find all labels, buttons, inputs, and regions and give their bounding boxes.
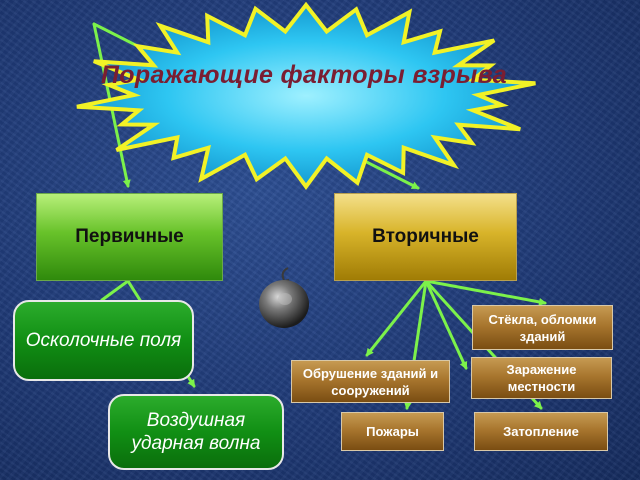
arrow-primary-shrapnel — [100, 279, 130, 302]
glass-debris-label: Стёкла, обломки зданий — [488, 311, 597, 344]
air-shock-wave-label: Воздушная ударная волна — [131, 410, 261, 454]
contamination-box: Заражение местности — [471, 357, 612, 399]
flooding-box: Затопление — [474, 412, 608, 451]
contamination-label: Заражение местности — [506, 362, 577, 394]
glass-debris-box: Стёкла, обломки зданий — [472, 305, 613, 350]
building-collapse-box: Обрушение зданий и сооружений — [291, 360, 450, 403]
primary-factors-label: Первичные — [75, 226, 184, 247]
shrapnel-fields-label: Осколочные поля — [25, 330, 182, 351]
building-collapse-label: Обрушение зданий и сооружений — [302, 365, 439, 398]
fires-box: Пожары — [341, 412, 444, 451]
arrow-secondary-contam — [424, 279, 468, 370]
diagram-title: Поражающие факторы взрыва — [101, 61, 507, 89]
arrow-secondary-collapse — [365, 279, 428, 357]
arrow-secondary-glass — [424, 279, 547, 306]
secondary-factors-label: Вторичные — [372, 226, 479, 247]
air-shock-wave-box: Воздушная ударная волна — [108, 394, 284, 470]
fires-label: Пожары — [366, 424, 419, 439]
primary-factors-box: Первичные — [36, 193, 223, 281]
shrapnel-fields-box: Осколочные поля — [13, 300, 194, 381]
secondary-factors-box: Вторичные — [334, 193, 517, 281]
flooding-label: Затопление — [503, 424, 579, 439]
